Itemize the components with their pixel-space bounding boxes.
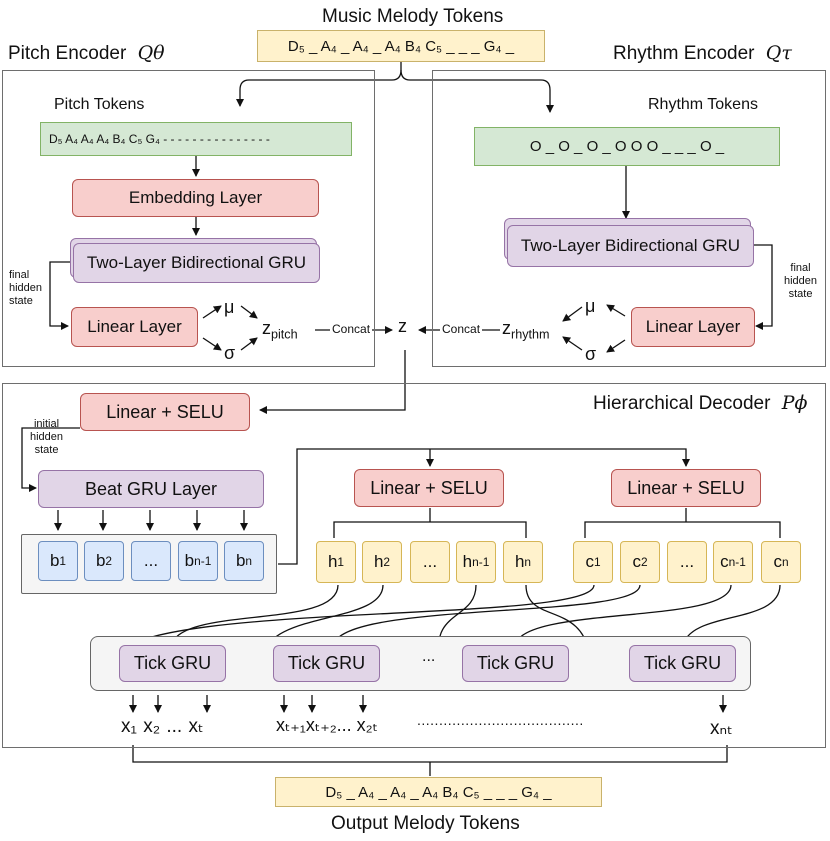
concat-right-label: Concat: [440, 322, 483, 336]
beat-cell-letter: ...: [143, 551, 159, 570]
rhythm-final-hidden-state-label: final hidden state: [784, 262, 818, 300]
pitch-encoder-title: Pitch Encoder Qθ: [8, 42, 165, 65]
c-cell-sub: n: [781, 555, 789, 569]
pitch-tokens-box: D₅ A₄ A₄ A₄ B₄ C₅ G₄ - - - - - - - - - -…: [40, 122, 352, 156]
h-cell-sub: 1: [337, 555, 345, 569]
rhythm-encoder-symbol: Qτ: [765, 42, 792, 64]
beat-cell-sub: n-1: [194, 554, 212, 568]
rhythm-encoder-title-text: Rhythm Encoder: [613, 43, 755, 64]
h-cell-letter: h: [373, 552, 384, 571]
c-cell-letter: c: [773, 552, 782, 571]
h-cell-letter: ...: [422, 552, 438, 571]
beat-cell-letter: b: [95, 551, 106, 570]
z-rhythm: zrhythm: [502, 318, 550, 342]
h-cell-letter: h: [327, 552, 338, 571]
z-pitch: zpitch: [262, 318, 298, 342]
h-cell-sub: n: [524, 555, 532, 569]
input-title: Music Melody Tokens: [322, 6, 504, 27]
c-cell-letter: c: [632, 552, 641, 571]
decoder-symbol: Pϕ: [781, 392, 808, 414]
x-last: xₙₜ: [710, 718, 733, 739]
pitch-encoder-title-text: Pitch Encoder: [8, 43, 127, 64]
pitch-encoder-frame: [2, 70, 375, 367]
pitch-gru-layer: Two-Layer Bidirectional GRU: [73, 243, 320, 283]
rhythm-tokens-label: Rhythm Tokens: [648, 96, 758, 113]
decoder-linear-selu: Linear + SELU: [80, 393, 250, 431]
x-group-2: xₜ₊₁xₜ₊₂... x₂ₜ: [276, 715, 378, 735]
embedding-layer: Embedding Layer: [72, 179, 319, 217]
pitch-encoder-symbol: Qθ: [137, 42, 165, 64]
tick-gru-3: Tick GRU: [462, 645, 569, 682]
c-cell-sub: 1: [593, 555, 601, 569]
h-cell-letter: h: [514, 552, 525, 571]
tick-gru-1: Tick GRU: [119, 645, 226, 682]
pitch-sigma: σ: [224, 343, 236, 363]
beat-cell-letter: b: [184, 551, 195, 570]
z-rhythm-letter: z: [502, 318, 511, 338]
decoder-title-text: Hierarchical Decoder: [593, 393, 771, 414]
tick-gru-ellipsis: ...: [422, 648, 436, 665]
z-pitch-sub: pitch: [271, 327, 298, 342]
beat-cell-letter: b: [49, 551, 60, 570]
c-linear-selu: Linear + SELU: [611, 469, 761, 507]
rhythm-linear-layer: Linear Layer: [631, 307, 755, 347]
c-cell-letter: c: [585, 552, 594, 571]
decoder-frame: [2, 383, 826, 748]
beat-cell-letter: b: [235, 551, 246, 570]
z-latent: z: [398, 316, 407, 336]
rhythm-encoder-frame: [432, 70, 826, 367]
rhythm-encoder-title: Rhythm Encoder Qτ: [613, 42, 792, 65]
pitch-tokens-label: Pitch Tokens: [54, 96, 145, 113]
input-melody-tokens: D₅ _ A₄ _ A₄ _ A₄ B₄ C₅ _ _ _ G₄ _: [257, 30, 545, 62]
c-cell-sub: n-1: [728, 555, 746, 569]
beat-gru-layer: Beat GRU Layer: [38, 470, 264, 508]
tick-gru-2: Tick GRU: [273, 645, 380, 682]
beat-cell-3: ...: [131, 541, 171, 581]
c-cell-3: ...: [667, 541, 707, 583]
decoder-title: Hierarchical Decoder Pϕ: [593, 392, 807, 415]
h-cell-sub: n-1: [472, 555, 490, 569]
concat-left-label: Concat: [330, 322, 373, 336]
c-cell-sub: 2: [640, 555, 648, 569]
pitch-final-hidden-state-label: final hidden state: [9, 269, 43, 307]
beat-cell-sub: 1: [59, 554, 67, 568]
z-rhythm-sub: rhythm: [511, 327, 550, 342]
c-cell-letter: c: [720, 552, 729, 571]
h-cell-3: ...: [410, 541, 450, 583]
tick-gru-4: Tick GRU: [629, 645, 736, 682]
h-cell-sub: 2: [383, 555, 391, 569]
rhythm-tokens-box: O _ O _ O _ O O O _ _ _ O _: [474, 127, 780, 166]
x-dots: ......................................: [417, 712, 584, 728]
c-cell-letter: ...: [679, 552, 695, 571]
rhythm-gru-layer: Two-Layer Bidirectional GRU: [507, 225, 754, 267]
beat-cell-sub: n: [245, 554, 253, 568]
rhythm-mu: μ: [585, 296, 596, 316]
z-pitch-letter: z: [262, 318, 271, 338]
pitch-mu: μ: [224, 297, 235, 317]
h-cell-letter: h: [462, 552, 473, 571]
x-group-1: x₁ x₂ ... xₜ: [121, 716, 204, 737]
h-linear-selu: Linear + SELU: [354, 469, 504, 507]
beat-cell-sub: 2: [105, 554, 113, 568]
output-title: Output Melody Tokens: [331, 813, 520, 834]
initial-hidden-state-label: initial hidden state: [30, 418, 64, 456]
pitch-linear-layer: Linear Layer: [71, 307, 198, 347]
rhythm-sigma: σ: [585, 344, 597, 364]
output-melody-tokens: D₅ _ A₄ _ A₄ _ A₄ B₄ C₅ _ _ _ G₄ _: [275, 777, 602, 807]
